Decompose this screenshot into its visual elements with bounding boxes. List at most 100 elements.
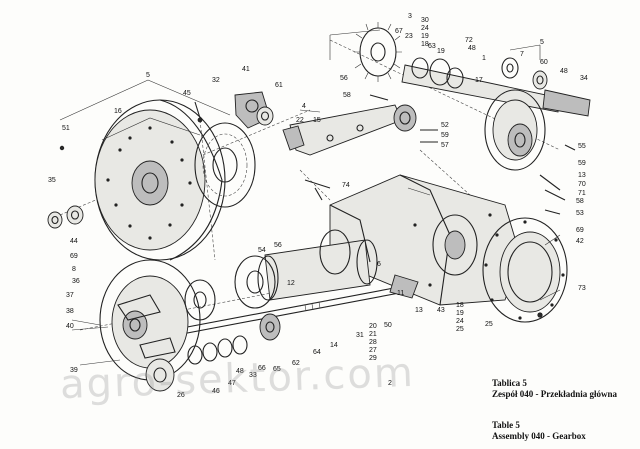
caption-english-title: Assembly 040 - Gearbox — [492, 431, 586, 441]
callout-47: 47 — [228, 380, 236, 387]
callout-53: 53 — [576, 210, 584, 217]
callout-5a: 5 — [540, 39, 544, 46]
callout-33: 33 — [249, 372, 257, 379]
callout-67: 67 — [395, 28, 403, 35]
callout-24b: 24 — [456, 318, 464, 325]
callout-13a: 13 — [578, 172, 586, 179]
callout-66: 66 — [258, 365, 266, 372]
callout-50: 50 — [384, 322, 392, 329]
callout-19c: 19 — [456, 310, 464, 317]
callout-36: 36 — [72, 278, 80, 285]
callout-46: 46 — [212, 388, 220, 395]
callout-35: 35 — [48, 177, 56, 184]
callout-21: 21 — [369, 331, 377, 338]
callout-22: 22 — [296, 117, 304, 124]
lever-arm-part-4 — [282, 104, 417, 156]
callout-19: 19 — [421, 33, 429, 40]
drum-part-16 — [94, 99, 226, 261]
callout-24: 24 — [421, 25, 429, 32]
callout-59a: 59 — [441, 132, 449, 139]
bearing-stack — [145, 313, 281, 392]
callout-26: 26 — [177, 392, 185, 399]
callout-30: 30 — [421, 17, 429, 24]
callout-11: 11 — [397, 290, 404, 297]
callout-42: 42 — [576, 238, 584, 245]
callout-23: 23 — [405, 33, 413, 40]
sprocket-part-3 — [354, 22, 402, 82]
callout-71: 71 — [578, 190, 586, 197]
callout-70: 70 — [578, 181, 586, 188]
callout-72: 72 — [465, 37, 473, 44]
callout-3: 3 — [408, 13, 412, 20]
callout-41: 41 — [242, 66, 250, 73]
callout-69a: 69 — [576, 227, 584, 234]
callout-48b: 48 — [560, 68, 568, 75]
bushing-part-61 — [256, 106, 274, 126]
callout-65: 65 — [273, 366, 281, 373]
callout-54: 54 — [258, 247, 266, 254]
callout-73: 73 — [578, 285, 586, 292]
rings-part-35 — [47, 205, 84, 229]
callout-29: 29 — [369, 355, 377, 362]
cover-part-42 — [482, 217, 568, 323]
callout-52: 52 — [441, 122, 449, 129]
callout-58: 58 — [343, 92, 351, 99]
callout-19b: 19 — [437, 48, 445, 55]
callout-6: 6 — [377, 261, 381, 268]
callout-32: 32 — [212, 77, 220, 84]
callout-25b: 25 — [485, 321, 493, 328]
callout-25a: 25 — [456, 326, 464, 333]
caption-polish-title: Zespół 040 - Przekładnia główna — [492, 389, 618, 399]
callout-56: 56 — [340, 75, 348, 82]
callout-64: 64 — [313, 349, 321, 356]
callout-1a: 1 — [482, 55, 486, 62]
callout-4: 4 — [302, 103, 306, 110]
callout-20: 20 — [369, 323, 377, 330]
callout-14: 14 — [330, 342, 338, 349]
callout-63: 63 — [428, 43, 436, 50]
callout-18b: 18 — [456, 302, 464, 309]
long-shaft-part-1 — [144, 274, 419, 342]
callout-27: 27 — [369, 347, 377, 354]
callout-16: 16 — [114, 108, 122, 115]
caption-polish-table: Tablica 5 — [492, 378, 527, 388]
callout-40: 40 — [66, 323, 74, 330]
callout-56b: 56 — [274, 242, 282, 249]
callout-62: 62 — [292, 360, 300, 367]
callout-15: 15 — [313, 117, 321, 124]
drum-bolt-holes — [106, 126, 192, 240]
callout-39: 39 — [70, 367, 78, 374]
callout-38: 38 — [66, 308, 74, 315]
callout-51: 51 — [62, 125, 70, 132]
upper-shaft-part-17 — [401, 57, 591, 117]
callout-57: 57 — [441, 142, 449, 149]
callout-7: 7 — [520, 51, 524, 58]
callout-58b: 58 — [576, 198, 584, 205]
callout-74: 74 — [342, 182, 350, 189]
callout-17: 17 — [475, 77, 483, 84]
callout-13b: 13 — [415, 307, 423, 314]
caption-english-table: Table 5 — [492, 420, 520, 430]
callout-59b: 59 — [578, 160, 586, 167]
callout-69b: 69 — [70, 253, 78, 260]
gear-part-17 — [484, 89, 546, 171]
callout-61: 61 — [275, 82, 283, 89]
callout-34: 34 — [580, 75, 588, 82]
callout-48c: 48 — [236, 368, 244, 375]
callout-44: 44 — [70, 238, 78, 245]
brake-disc-part-32 — [194, 122, 256, 208]
leader-lines — [59, 29, 561, 366]
callout-8: 8 — [72, 266, 76, 273]
small-gears-part-7-60 — [501, 57, 548, 90]
callout-55: 55 — [578, 143, 586, 150]
callout-60: 60 — [540, 59, 548, 66]
cover-bolt-holes — [484, 220, 565, 320]
callout-18: 18 — [421, 41, 429, 48]
bolts-and-pins — [59, 94, 576, 318]
flange-part-69 — [234, 255, 276, 309]
lower-shaft-tube — [257, 229, 378, 301]
callout-45: 45 — [183, 90, 191, 97]
callout-48: 48 — [468, 45, 476, 52]
